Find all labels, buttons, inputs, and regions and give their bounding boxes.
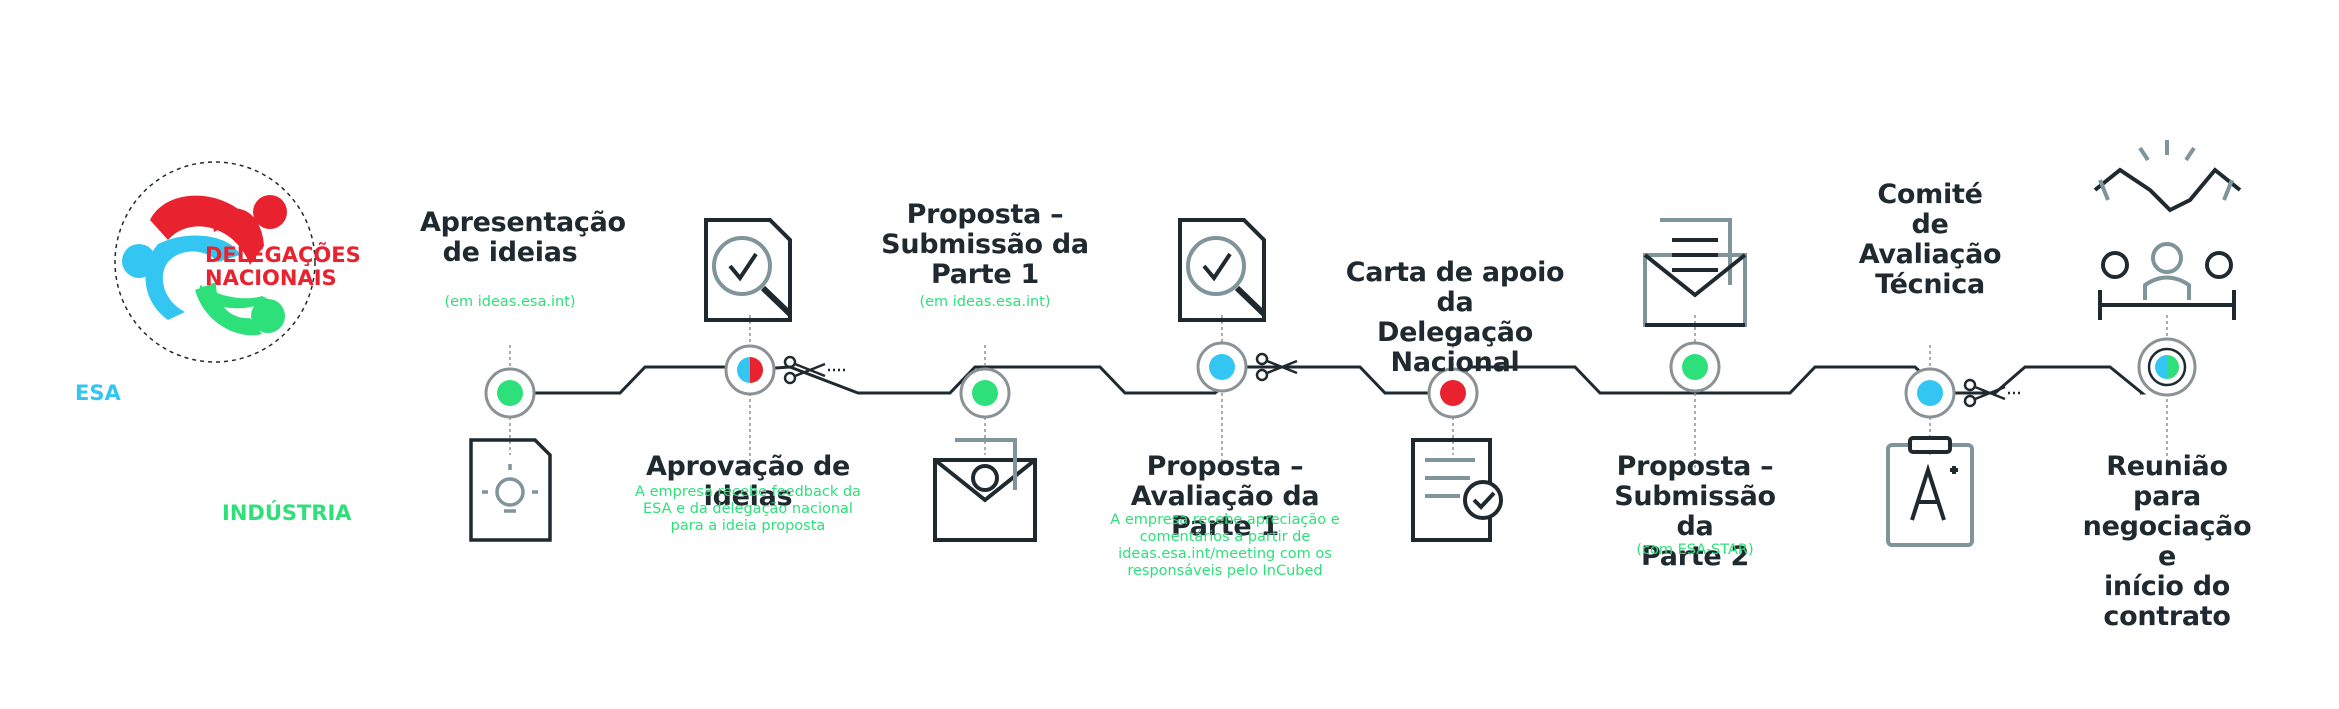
step-1-subtitle: (em ideas.esa.int) <box>444 294 576 310</box>
step-3-subtitle: (em ideas.esa.int) <box>919 294 1051 310</box>
envelope-letter-icon <box>1643 218 1747 327</box>
node-4 <box>1196 341 1248 393</box>
document-search-icon <box>704 218 793 322</box>
signed-document-icon <box>1411 438 1503 542</box>
scissors-icon <box>1255 352 1315 382</box>
email-at-icon <box>933 438 1037 542</box>
logo-label-delegacoes: DELEGAÇÕES NACIONAIS <box>205 243 361 290</box>
handshake-meeting-icon <box>2093 140 2242 320</box>
step-6-subtitle: (com ESA-STAR) <box>1636 542 1754 558</box>
step-4-title: Proposta –Avaliação da Parte 1 <box>1130 451 1320 542</box>
node-3 <box>959 367 1011 419</box>
logo-label-industria: INDÚSTRIA <box>222 501 352 525</box>
scissors-icon <box>1963 378 2023 408</box>
node-8 <box>2137 337 2197 397</box>
step-2-title: Aprovação de ideias <box>645 451 851 512</box>
node-1 <box>484 367 536 419</box>
node-5 <box>1427 367 1479 419</box>
node-2 <box>724 344 776 396</box>
clipboard-grade-icon <box>1886 436 1974 547</box>
node-7 <box>1904 367 1956 419</box>
idea-document-icon <box>469 438 552 542</box>
logo-label-esa: ESA <box>75 381 121 405</box>
scissors-icon <box>783 355 845 385</box>
document-search-icon <box>1178 218 1267 322</box>
node-6 <box>1669 341 1721 393</box>
